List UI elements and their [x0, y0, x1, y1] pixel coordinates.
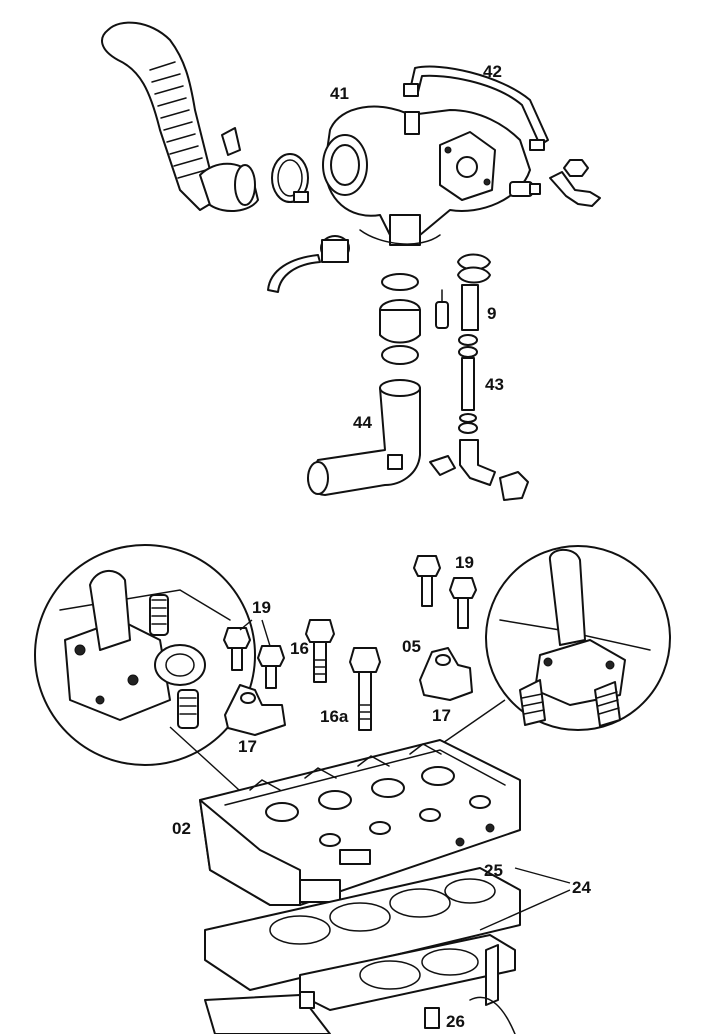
intake-hose: [101, 21, 259, 212]
bracket-17-left: [224, 684, 286, 736]
label-19-right: 19: [455, 553, 474, 572]
detail-circle-right: [485, 545, 671, 731]
turbo-fasteners: [509, 159, 601, 207]
label-19-left: 19: [252, 598, 271, 617]
label-44: 44: [353, 413, 372, 432]
turbocharger: [322, 105, 531, 246]
leader-19-left-b: [261, 619, 271, 647]
label-24: 24: [572, 878, 591, 897]
label-17-right: 17: [432, 706, 451, 725]
bolt-16: [305, 619, 335, 683]
label-26: 26: [446, 1012, 465, 1031]
cylinder-head: [199, 739, 521, 906]
wastegate-actuator: [267, 235, 350, 293]
label-42: 42: [483, 62, 502, 81]
head-gasket: [204, 867, 521, 991]
label-43: 43: [485, 375, 504, 394]
bolt-19-left-a: [223, 627, 251, 671]
bolt-19-right-b: [449, 577, 477, 629]
oil-return-pipe: [429, 334, 529, 501]
detail-circle-left: [34, 544, 256, 766]
oil-return-fitting: [435, 253, 491, 331]
bolt-19-right-a: [413, 555, 441, 607]
label-17-left: 17: [238, 737, 257, 756]
label-9: 9: [487, 304, 496, 323]
bolt-16a: [349, 647, 381, 731]
leader-19-left-a: [239, 619, 253, 631]
label-16a: 16a: [320, 707, 349, 726]
label-16: 16: [290, 639, 309, 658]
charge-air-elbow: [307, 379, 421, 496]
leader-24-a: [514, 867, 571, 884]
label-05: 05: [402, 637, 421, 656]
leader-24-b: [479, 889, 571, 931]
engine-block: [204, 944, 516, 1034]
lower-gasket: [299, 934, 516, 1011]
connector-sleeve: [379, 273, 421, 365]
label-02: 02: [172, 819, 191, 838]
leader-right-circle: [439, 699, 506, 746]
label-41: 41: [330, 84, 349, 103]
oil-feed-line: [403, 65, 549, 151]
label-25: 25: [484, 861, 503, 880]
hose-clamp: [271, 153, 309, 203]
leader-left-circle: [169, 726, 251, 801]
bolt-19-left-b: [257, 645, 285, 689]
bracket-17-right: [419, 647, 473, 701]
